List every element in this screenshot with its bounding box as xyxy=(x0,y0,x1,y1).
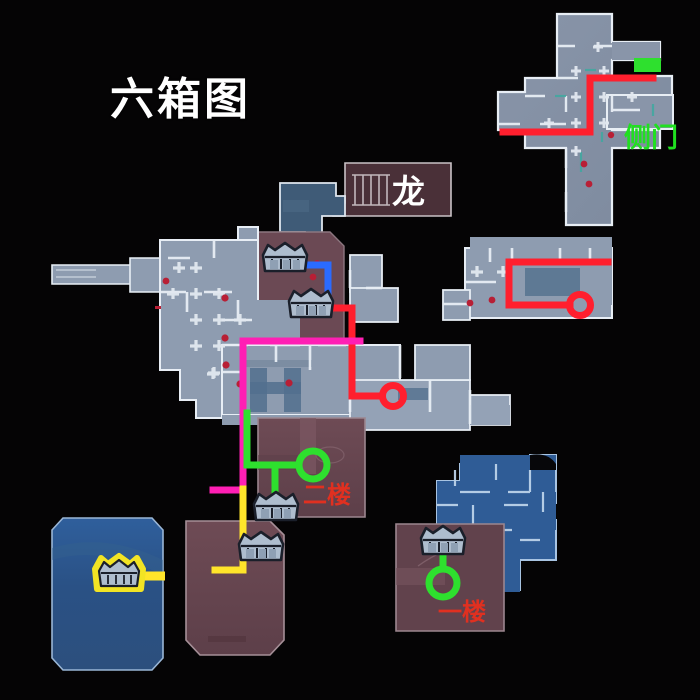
gate-bars-icon xyxy=(352,174,390,206)
enemy-dots-top-map xyxy=(580,131,615,188)
side-door-label: 侧门 xyxy=(624,123,678,153)
magenta-route xyxy=(209,337,364,494)
red-route-main xyxy=(320,304,407,410)
page-title: 六箱图 xyxy=(110,75,251,124)
chest-icon-5[interactable] xyxy=(419,524,467,556)
cross-markers xyxy=(167,262,509,379)
chest-icon-6-highlighted[interactable] xyxy=(92,553,146,592)
chest-icon-2[interactable] xyxy=(287,287,335,319)
bottom-right-map-region xyxy=(436,454,557,592)
red-route-top-right xyxy=(499,74,657,136)
enemy-dot xyxy=(309,273,317,281)
chest-icon-3[interactable] xyxy=(252,490,300,522)
dragon-room-label: 龙 xyxy=(392,173,425,210)
green-route-second-floor xyxy=(243,409,331,504)
chest-icon-4[interactable] xyxy=(237,530,285,562)
red-route-right-room xyxy=(505,258,612,319)
second-floor-label: 二楼 xyxy=(303,482,351,509)
side-door-marker xyxy=(634,58,661,72)
second-floor-room xyxy=(257,417,366,518)
yellow-route xyxy=(143,485,247,581)
chest-icon-1[interactable] xyxy=(261,241,309,273)
first-floor-label: 一楼 xyxy=(438,599,486,626)
